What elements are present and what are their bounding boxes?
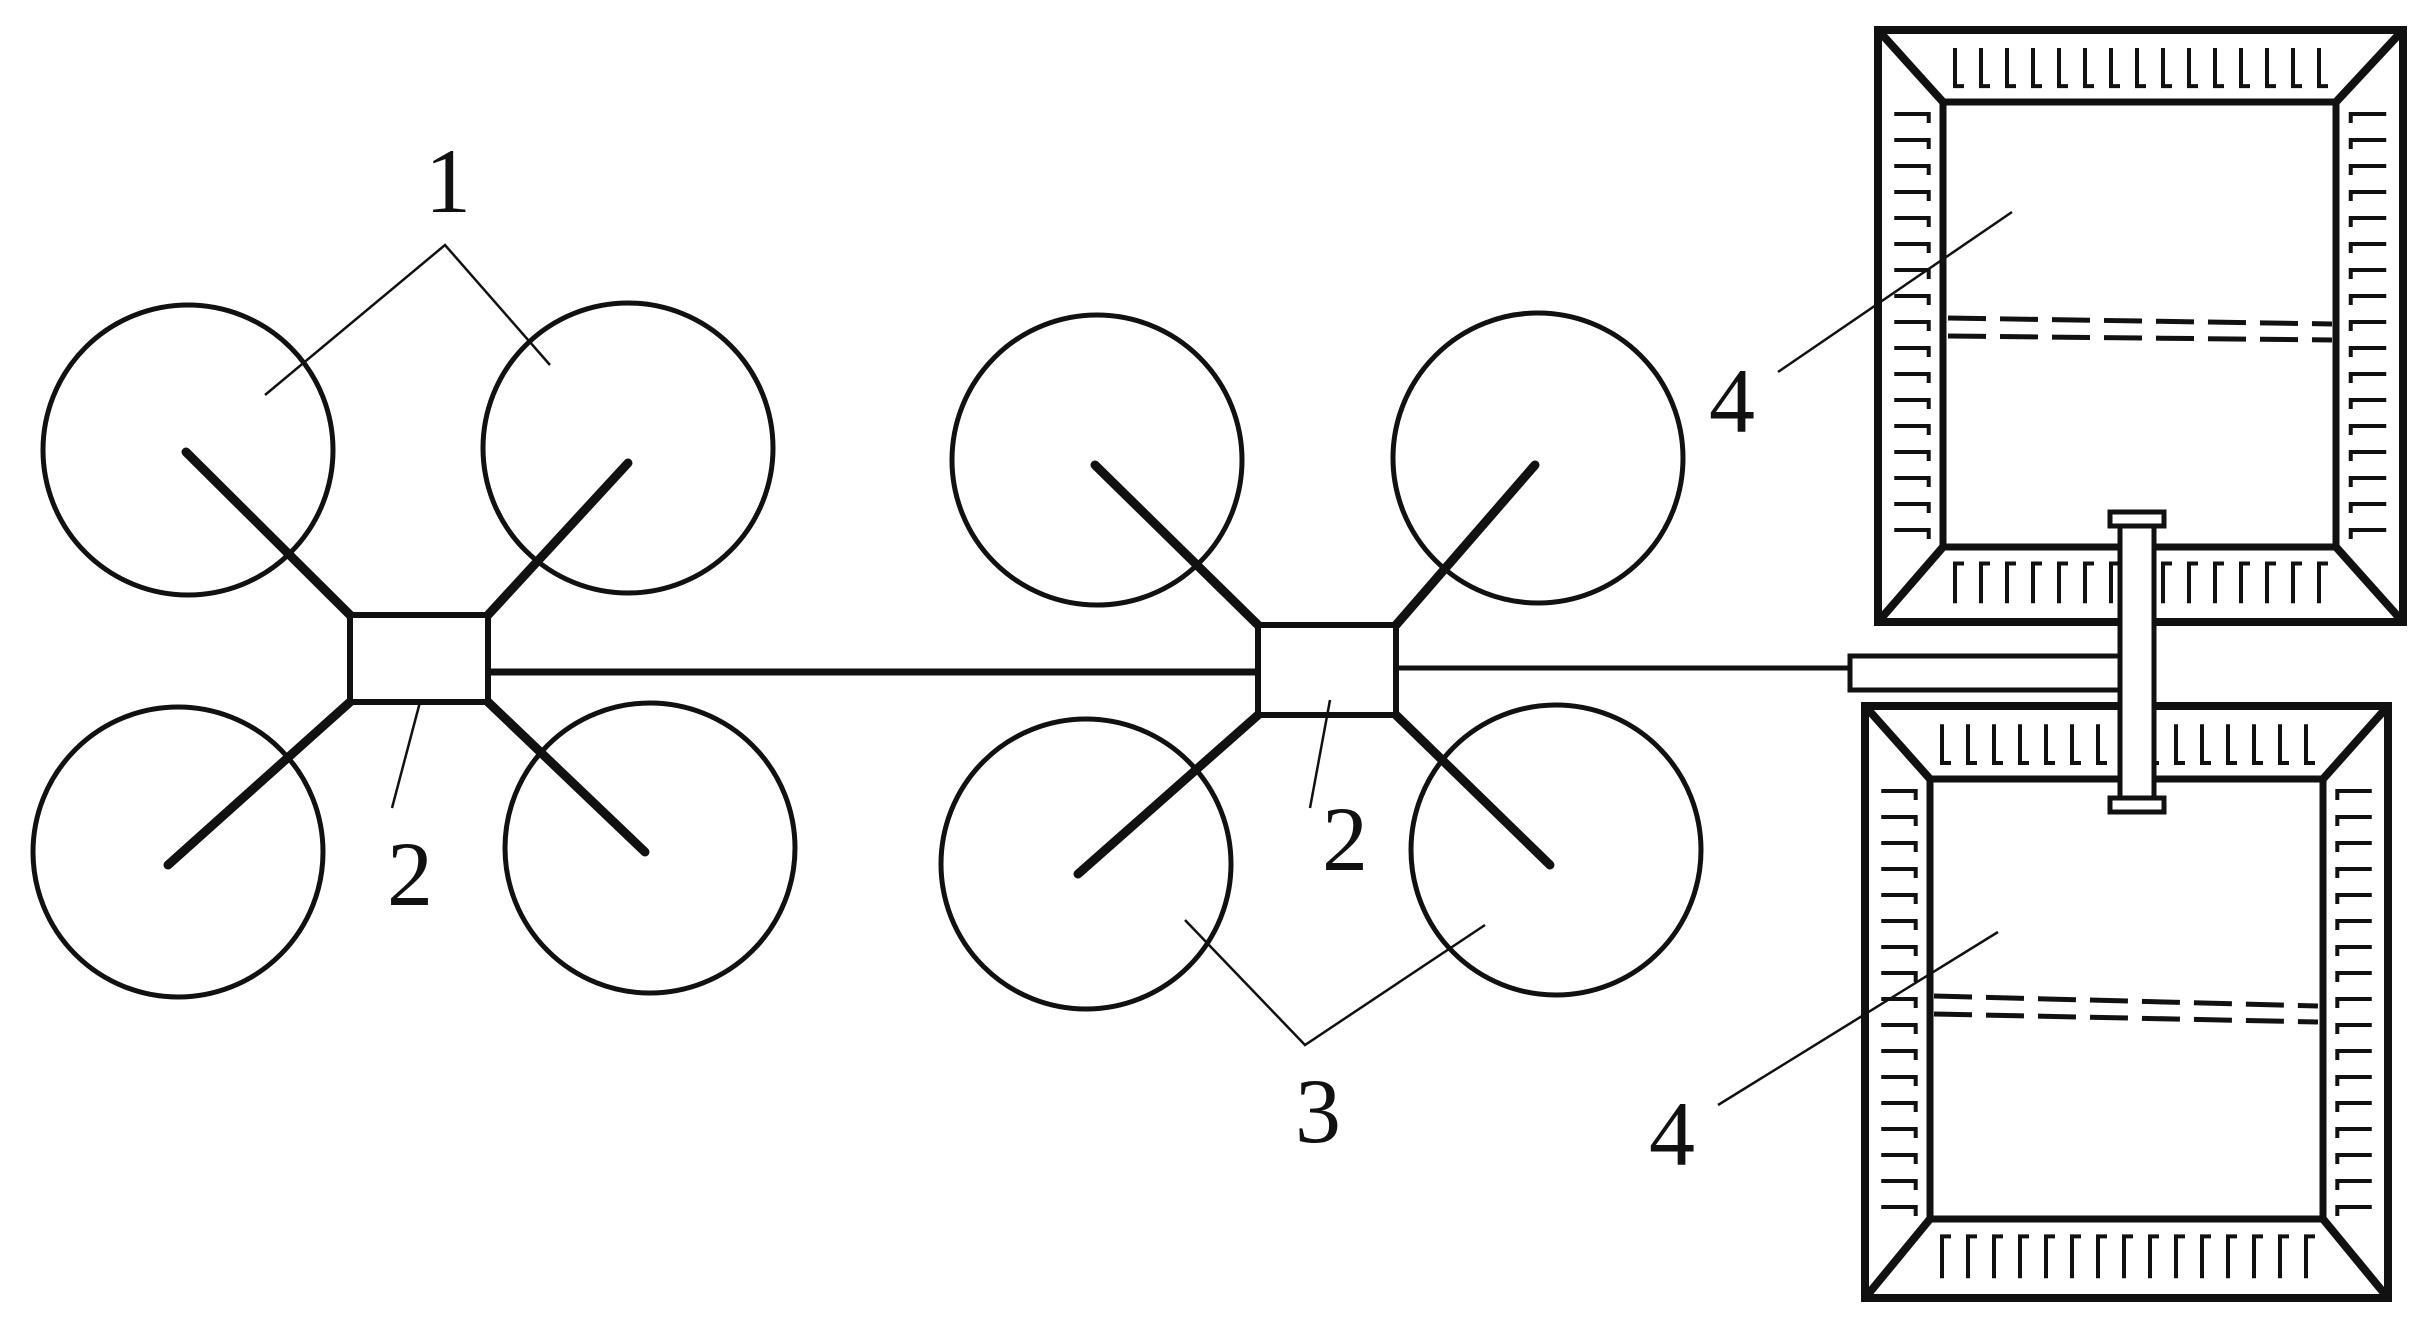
- station-bottom-corner-tl: [1862, 703, 1933, 782]
- arm-right-bl: [1073, 710, 1263, 879]
- connector-vertical: [2117, 515, 2157, 809]
- connector-cap-bottom: [2107, 795, 2167, 815]
- arm-right-tr: [1391, 460, 1540, 630]
- arm-right-tl: [1090, 460, 1263, 630]
- station-bottom-corner-bl: [1861, 1216, 1934, 1301]
- station-top-corner-bl: [1874, 544, 1947, 625]
- leader-2-right: [1308, 699, 1332, 809]
- rotor-left-tr: [480, 300, 776, 596]
- rotor-right-bl: [938, 716, 1234, 1012]
- callout-4-top: 4: [1709, 350, 1755, 452]
- connector-cap-top: [2107, 509, 2167, 529]
- arm-left-tr: [483, 458, 633, 620]
- station-top-corner-tl: [1875, 27, 1946, 105]
- leader-4-top: [1777, 210, 2013, 374]
- callout-1: 1: [425, 130, 471, 232]
- connector-horizontal: [1847, 653, 2138, 693]
- callout-4-bottom: 4: [1649, 1083, 1695, 1185]
- callout-2-right: 2: [1322, 788, 1368, 890]
- station-connector: [1847, 509, 2167, 815]
- rotor-right-tr: [1390, 310, 1686, 606]
- leader-1: [264, 243, 551, 396]
- rotor-right-br: [1408, 702, 1704, 998]
- station-top: [1874, 26, 2407, 626]
- arm-left-tl: [181, 447, 355, 620]
- station-top-dash-b: [1947, 333, 2333, 343]
- station-bottom: [1861, 702, 2392, 1302]
- callout-3: 3: [1295, 1060, 1341, 1162]
- hub-left: [347, 612, 491, 705]
- station-bottom-dash-b: [1933, 1011, 2319, 1025]
- station-bottom-dash-a: [1933, 993, 2319, 1009]
- station-top-corner-tr: [2333, 27, 2406, 105]
- leader-lines: [264, 210, 2013, 1107]
- station-top-dash-a: [1947, 315, 2333, 327]
- station-bottom-corner-br: [2319, 1216, 2392, 1301]
- rotor-left-tl: [40, 302, 336, 598]
- arm-right-br: [1391, 710, 1555, 870]
- rotor-right-tl: [949, 312, 1245, 608]
- leader-3: [1184, 919, 1486, 1047]
- rotor-left-br: [502, 700, 798, 996]
- leader-2-left: [390, 701, 422, 809]
- arm-left-bl: [163, 697, 355, 870]
- rotor-left-bl: [30, 704, 326, 1000]
- drone-cluster-right: [938, 310, 1704, 1012]
- leader-4-bottom: [1717, 930, 1999, 1107]
- callout-2-left: 2: [387, 823, 433, 925]
- hub-right: [1255, 622, 1399, 718]
- station-top-corner-br: [2333, 544, 2406, 625]
- station-bottom-corner-tr: [2320, 703, 2391, 782]
- arm-left-br: [483, 697, 650, 857]
